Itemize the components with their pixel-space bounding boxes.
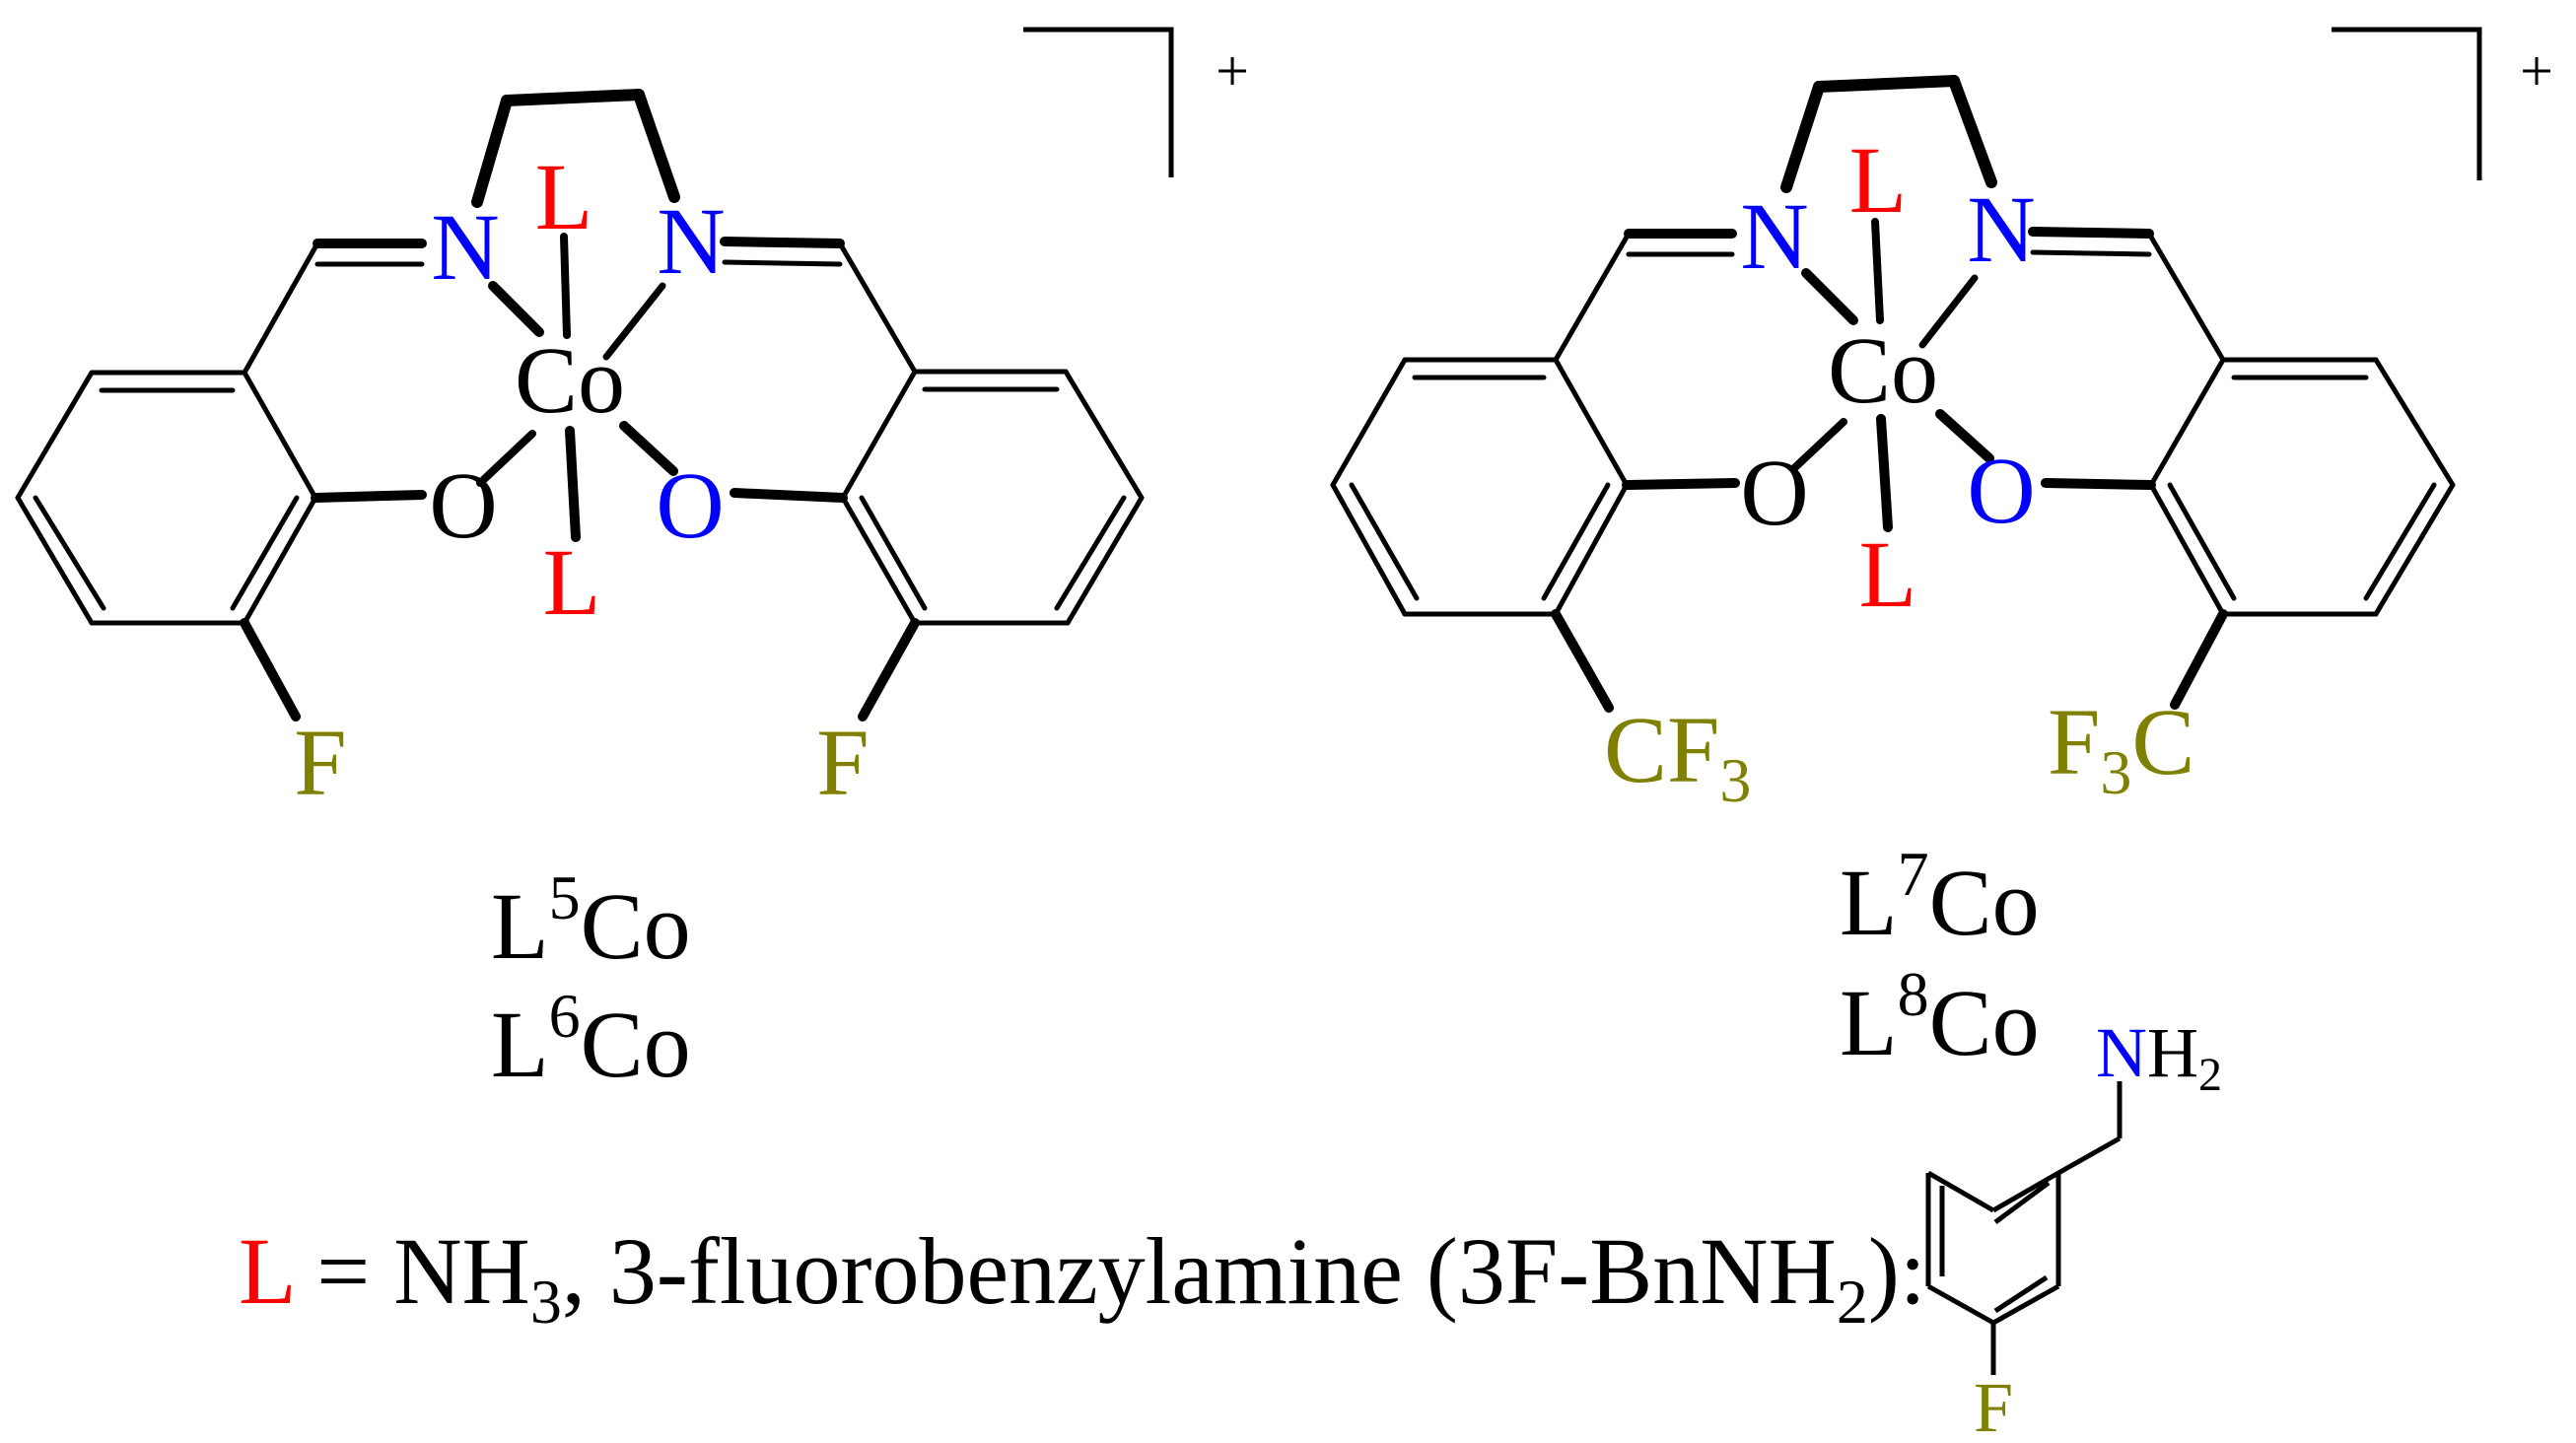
cobalt-center: Co xyxy=(515,327,625,433)
bonds xyxy=(1330,75,2456,713)
amine-fluorine: F xyxy=(1974,1368,2013,1443)
compound-label-L7Co: L7Co xyxy=(1840,839,2040,955)
charge-bracket: + xyxy=(2332,27,2553,180)
compound-labels-left: L5Co L6Co xyxy=(491,862,691,1097)
trifluoromethyl-left: CF3 xyxy=(1604,697,1751,815)
amine-structure: NH2 F xyxy=(1925,1013,2222,1443)
nitrogen-right: N xyxy=(1967,176,2035,282)
nitrogen-left: N xyxy=(1740,183,1808,289)
charge-sign: + xyxy=(2520,38,2553,103)
ligand-axial-bottom: L xyxy=(543,529,601,635)
fluorine-left: F xyxy=(294,710,346,815)
charge-bracket: + xyxy=(1023,27,1249,177)
compound-label-L6Co: L6Co xyxy=(491,981,691,1097)
oxygen-left: O xyxy=(429,452,497,558)
trifluoromethyl-right: F3C xyxy=(2048,689,2194,807)
legend-text: L = NH3, 3-fluorobenzylamine (3F-BnNH2): xyxy=(239,1218,1926,1337)
ligand-axial-top: L xyxy=(1849,127,1908,233)
nitrogen-right: N xyxy=(657,188,725,294)
compound-label-L8Co: L8Co xyxy=(1840,959,2040,1075)
oxygen-left: O xyxy=(1740,440,1808,545)
nitrogen-left: N xyxy=(431,194,499,300)
oxygen-right: O xyxy=(1967,438,2035,543)
cobalt-center: Co xyxy=(1828,317,1938,423)
ligand-axial-top: L xyxy=(535,144,593,249)
ligand-axial-bottom: L xyxy=(1859,521,1917,627)
atom-labels: N N L L Co O O CF3 F3C xyxy=(1604,127,2194,815)
oxygen-right: O xyxy=(656,452,724,558)
bonds xyxy=(15,89,1145,722)
compound-label-L5Co: L5Co xyxy=(491,862,691,979)
charge-sign: + xyxy=(1216,38,1249,103)
fluorine-right: F xyxy=(816,710,869,815)
amine-nh2: NH2 xyxy=(2096,1013,2222,1101)
left-complex: N N L L Co O O F F + xyxy=(15,27,1249,815)
right-complex: N N L L Co O O CF3 F3C + xyxy=(1330,27,2553,815)
atom-labels: N N L L Co O O F F xyxy=(294,144,869,815)
amine-bonds xyxy=(1925,1081,2123,1375)
ligand-legend: L = NH3, 3-fluorobenzylamine (3F-BnNH2): xyxy=(239,1218,1926,1337)
compound-labels-right: L7Co L8Co xyxy=(1840,839,2040,1075)
